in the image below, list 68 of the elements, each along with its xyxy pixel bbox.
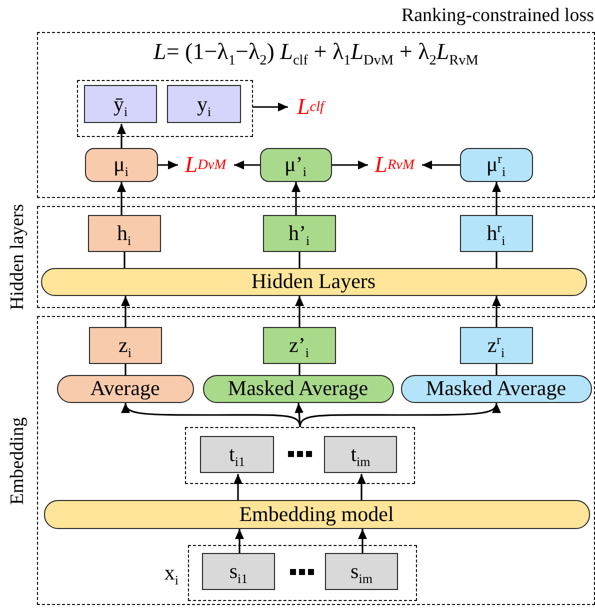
arrow [422,160,460,170]
token-box [324,436,397,473]
arrow [295,296,304,327]
pooling-pill [56,374,194,402]
arrow [492,182,501,215]
loss-formula: L= (1−λ$_{1}$−λ$_{2}$) L$_{clf}$ + λ$_{1}$L$_{DvM}$ + λ$_{2}$L$_{RvM}$ [152,39,480,65]
vector-box [460,326,532,364]
vector-box [262,214,336,252]
arrow [234,474,242,500]
vector-label: s$_{im}$ [350,559,372,584]
arrow [292,182,300,215]
vector-box [88,214,160,252]
vector-box [460,148,532,182]
layer-label: Average [90,376,160,401]
layer-bar [40,268,586,296]
arrow [235,529,244,554]
token-box [200,436,274,473]
arrow [357,474,366,500]
layer-label: Embedding model [239,502,394,526]
panel-heading: Embedding [7,416,29,504]
arrow [117,182,126,215]
vector-label: y$_{i}$ [196,92,212,116]
vector-box [88,326,162,364]
panel-heading: Ranking-constrained loss [401,5,594,27]
arrow [121,296,130,327]
vector-label: z$_{i}$ [118,332,132,358]
layer-label: Masked Average [228,376,368,401]
token-box [325,553,398,590]
layer-bar [44,500,590,528]
vector-box [84,148,158,182]
connector-line [298,252,300,268]
input-label: x$_{i}$ [164,560,178,585]
connector-line [496,252,498,268]
dashed-group [76,80,252,136]
vector-label: t$_{im}$ [350,442,370,467]
arrow [358,529,367,554]
arrow [492,296,501,327]
pooling-pill [400,374,592,402]
vector-label: z’$_{i}$ [289,332,309,358]
arrow [253,102,288,112]
vector-label: t$_{i1}$ [229,442,245,467]
vector-box [260,148,332,182]
vector-box [167,85,241,123]
vector-label: h$_{i}$ [116,220,132,246]
panel-heading: Hidden layers [7,204,29,310]
vector-label: ȳ$_{i}$ [113,92,128,116]
arrow [158,160,178,170]
arrow [332,160,368,170]
arrow [117,124,126,148]
vector-box [262,326,336,364]
vector-label: h’$_{i}$ [288,220,310,246]
vector-label: μ’$_{i}$ [284,152,306,177]
pooling-pill [202,374,394,402]
layer-label: Masked Average [426,376,566,401]
vector-label: μ$_{i}$ [114,152,128,177]
token-box [202,553,275,590]
connector-line [124,252,126,268]
arrow [234,160,260,170]
connector-line [496,364,498,375]
connector-line [298,364,300,375]
dashed-group [184,426,414,484]
vector-box [84,85,157,123]
vector-label: s$_{i1}$ [229,559,248,584]
layer-label: Hidden Layers [251,269,376,294]
connector-line [124,364,126,375]
arrow [299,402,500,428]
vector-box [460,214,532,252]
arrow [294,402,304,428]
